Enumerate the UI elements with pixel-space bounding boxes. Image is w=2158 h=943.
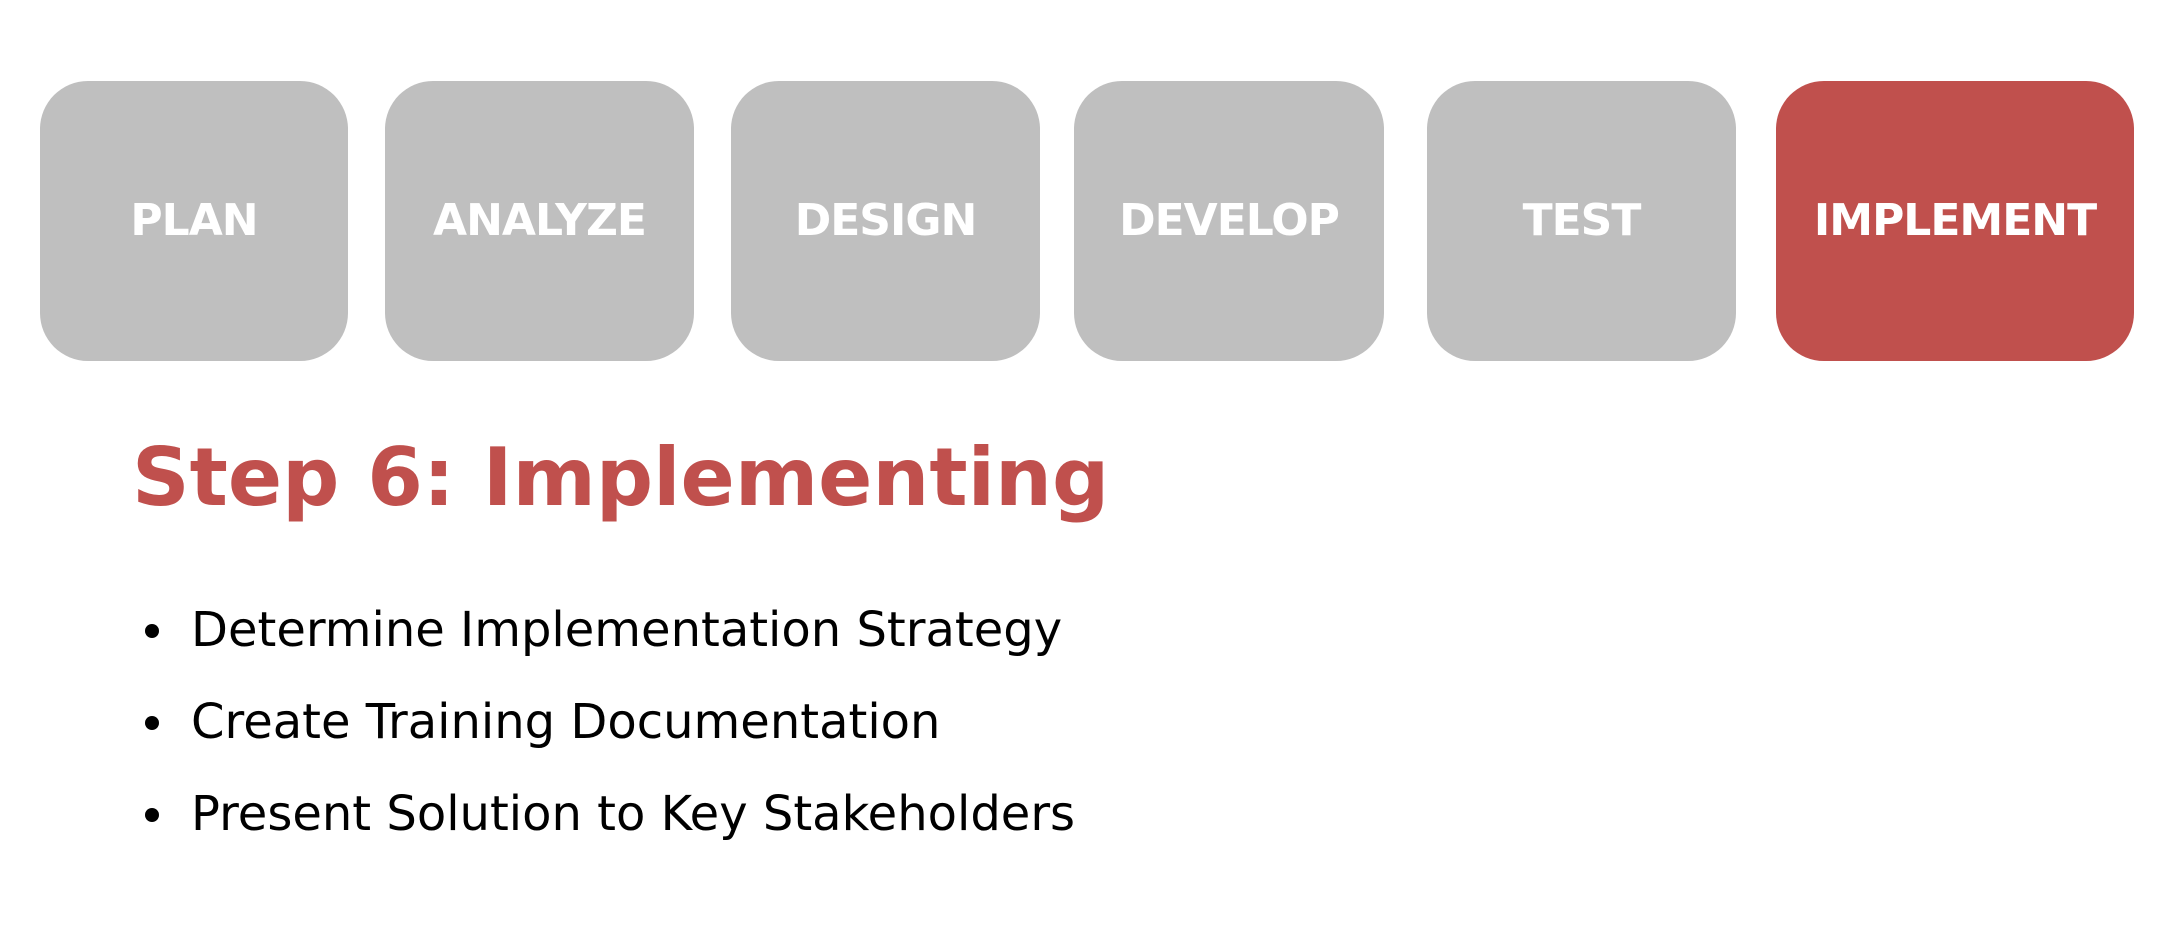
step-plan-label: PLAN xyxy=(130,195,258,246)
process-steps: PLAN ANALYZE DESIGN DEVELOP TEST IMPLEME… xyxy=(0,0,2158,400)
list-item: Present Solution to Key Stakeholders xyxy=(145,769,1245,861)
step-implement-label: IMPLEMENT xyxy=(1813,195,2097,246)
list-item: Create Training Documentation xyxy=(145,677,1245,769)
step-test[interactable]: TEST xyxy=(1427,81,1736,361)
bullet-icon xyxy=(145,716,159,730)
step-title: Step 6: Implementing xyxy=(132,431,1110,524)
bullet-icon xyxy=(145,624,159,638)
step-implement[interactable]: IMPLEMENT xyxy=(1776,81,2134,361)
bullet-text: Present Solution to Key Stakeholders xyxy=(191,786,1076,843)
step-develop-label: DEVELOP xyxy=(1119,195,1340,246)
step-analyze-label: ANALYZE xyxy=(433,195,647,246)
step-design-label: DESIGN xyxy=(794,195,978,246)
step-develop[interactable]: DEVELOP xyxy=(1074,81,1384,361)
bullet-icon xyxy=(145,808,159,822)
bullet-list: Determine Implementation Strategy Create… xyxy=(145,585,1245,861)
step-analyze[interactable]: ANALYZE xyxy=(385,81,694,361)
step-design[interactable]: DESIGN xyxy=(731,81,1040,361)
step-plan[interactable]: PLAN xyxy=(40,81,348,361)
bullet-text: Determine Implementation Strategy xyxy=(191,602,1063,659)
step-test-label: TEST xyxy=(1522,195,1642,246)
list-item: Determine Implementation Strategy xyxy=(145,585,1245,677)
bullet-text: Create Training Documentation xyxy=(191,694,941,751)
